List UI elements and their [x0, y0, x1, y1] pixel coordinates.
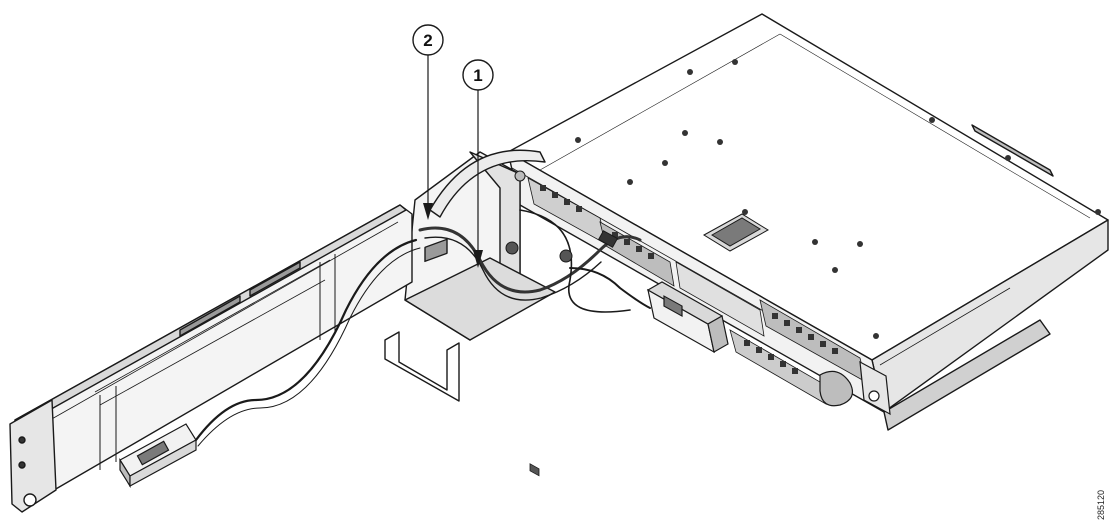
- chassis-rear-handle: [971, 124, 1054, 177]
- rail-main-plate: [14, 204, 413, 505]
- callout-2-number: 2: [423, 31, 432, 50]
- inline-adapter-right: [646, 281, 729, 354]
- chassis-front-bracket: [819, 360, 891, 416]
- callout-1: 1: [462, 59, 494, 268]
- bracket-hook: [384, 331, 460, 402]
- cable-management-bracket: [384, 149, 556, 402]
- harness-cable-lower: [424, 236, 602, 301]
- port-jacks: [540, 185, 838, 374]
- callout-2: 2: [412, 24, 444, 220]
- cable-to-right-adapter: [569, 267, 651, 309]
- figure-id: 285120: [1096, 490, 1106, 520]
- module-slot: [675, 261, 765, 337]
- cable-loop: [519, 209, 631, 313]
- callout-2-arrowhead: [423, 203, 433, 220]
- bracket-bottom-tray: [404, 257, 556, 341]
- callout-1-arrowhead: [473, 250, 483, 268]
- router-chassis: [507, 13, 1109, 431]
- chassis-label-plate: [703, 213, 769, 252]
- cable-arm-rail: [9, 204, 413, 513]
- bracket-curved-guard: [429, 149, 546, 218]
- cover-screws: [575, 59, 1101, 339]
- connector-knob: [505, 241, 519, 255]
- callout-1-number: 1: [473, 66, 482, 85]
- rail-end-plate: [9, 399, 57, 513]
- connectors: [505, 170, 619, 263]
- cable-to-left-adapter: [194, 238, 418, 442]
- chassis-bottom-rail: [883, 319, 1051, 431]
